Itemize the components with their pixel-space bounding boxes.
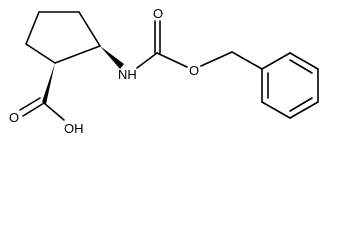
benzene-ring	[261, 52, 319, 119]
atom-label-o-ester: O	[189, 63, 199, 78]
structure-diagram: O OH NH O O	[9, 6, 319, 136]
wedge-bond-c2-nh	[100, 46, 124, 69]
acid-oh-bond	[43, 102, 65, 121]
benzene-bond-3	[289, 101, 319, 119]
carboxylic-acid-group: O OH	[9, 97, 84, 136]
acid-carbonyl-bond-2	[19, 97, 41, 111]
atom-label-oh: OH	[64, 121, 84, 136]
benzene-bond-6	[261, 52, 291, 70]
ring-bond-c1-c2	[54, 45, 101, 64]
benzene-inner-double-2	[289, 97, 313, 112]
benzene-inner-double-3	[289, 59, 313, 74]
carbonyl-ester-o-bond	[156, 52, 188, 68]
ch2-phenyl-bond	[231, 51, 263, 70]
carbamate-group: NH O O	[118, 6, 263, 82]
benzene-bond-2	[261, 101, 291, 119]
ring-bond-c5-c1	[25, 43, 56, 64]
wedge-bond-c1-cooh	[42, 63, 55, 104]
acid-carbonyl-bond-1	[22, 102, 45, 117]
atom-label-o-acid: O	[9, 110, 19, 125]
ester-o-ch2-bond	[200, 51, 233, 67]
ring-bond-c4-c5	[25, 11, 40, 45]
ring-bond-c2-c3	[78, 11, 101, 47]
atom-label-o-carbonyl: O	[153, 6, 163, 21]
atom-label-nh: NH	[118, 67, 137, 82]
benzene-bond-5	[289, 52, 319, 70]
nh-carbonyl-bond	[136, 52, 158, 69]
cyclopentane-ring	[25, 11, 101, 64]
